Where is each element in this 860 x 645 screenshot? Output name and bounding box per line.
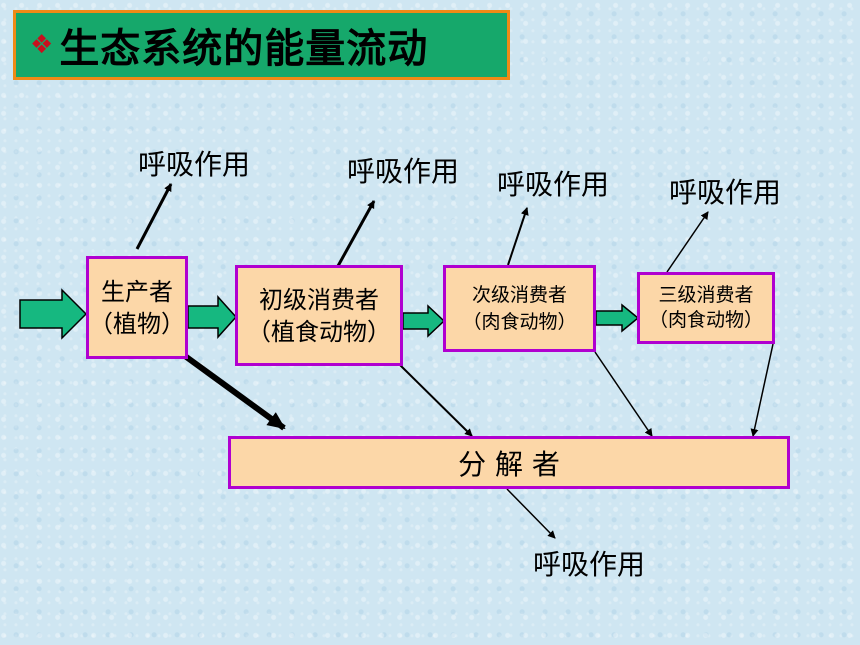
primary-to-secondary-arrow <box>402 304 446 338</box>
tertiary-consumer-sublabel: （肉食动物） <box>648 309 763 331</box>
page-title: 生态系统的能量流动 <box>59 26 429 72</box>
title-banner: ❖ 生态系统的能量流动 <box>13 10 510 80</box>
secondary-consumer-sublabel: （肉食动物） <box>462 310 577 333</box>
producer-to-decomposer-arrow <box>183 353 286 431</box>
tertiary-respiration-arrow <box>666 211 709 273</box>
decomposer-node: 分 解 者 <box>228 436 790 489</box>
producer-node: 生产者 （植物） <box>86 256 188 359</box>
producer-to-primary-arrow <box>187 295 238 339</box>
primary-to-decomposer-arrow <box>399 364 473 437</box>
tertiary-to-decomposer-arrow <box>750 343 774 437</box>
secondary-to-tertiary-arrow <box>595 303 640 333</box>
primary-consumer-sublabel: （植食动物） <box>247 317 391 346</box>
diamond-bullet-icon: ❖ <box>30 30 54 60</box>
primary-consumer-node: 初级消费者 （植食动物） <box>235 265 403 366</box>
secondary-to-decomposer-arrow <box>594 351 653 437</box>
tertiary-consumer-label: 三级消费者 <box>658 284 754 306</box>
primary-respiration-label: 呼吸作用 <box>347 155 460 188</box>
producer-respiration-label: 呼吸作用 <box>138 148 251 181</box>
tertiary-consumer-node: 三级消费者 （肉食动物） <box>637 272 775 344</box>
decomposer-respiration-arrow <box>506 488 556 539</box>
secondary-respiration-label: 呼吸作用 <box>497 168 610 201</box>
secondary-consumer-label: 次级消费者 <box>471 283 567 306</box>
tertiary-respiration-label: 呼吸作用 <box>669 176 782 209</box>
producer-respiration-arrow <box>135 183 173 250</box>
primary-consumer-label: 初级消费者 <box>259 285 379 314</box>
producer-label: 生产者 <box>101 277 173 306</box>
input-flow-arrow <box>19 288 88 340</box>
decomposer-respiration-label: 呼吸作用 <box>533 548 646 581</box>
primary-respiration-arrow <box>336 200 376 267</box>
secondary-respiration-arrow <box>507 207 529 266</box>
secondary-consumer-node: 次级消费者 （肉食动物） <box>443 265 596 352</box>
decomposer-label: 分 解 者 <box>458 447 560 481</box>
producer-sublabel: （植物） <box>89 309 185 338</box>
